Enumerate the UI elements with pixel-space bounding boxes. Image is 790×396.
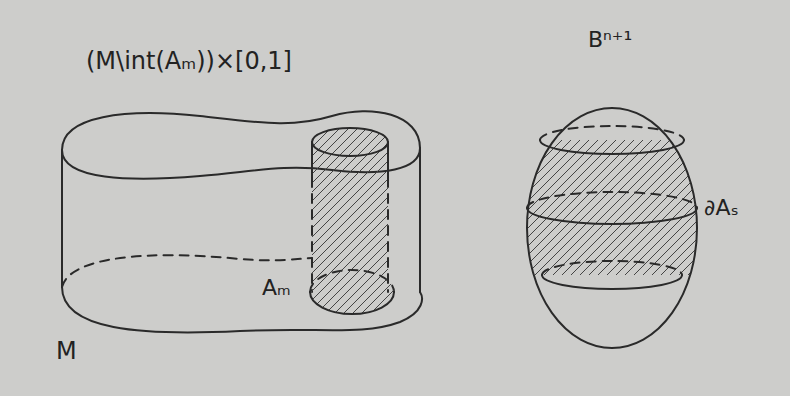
figure-label: M [56, 338, 77, 364]
middle-circle-front [527, 208, 697, 224]
figure-label: Bⁿ⁺¹ [588, 28, 632, 52]
inner-side-right [387, 142, 389, 178]
inner-bottom-front [310, 270, 394, 314]
bottom-circle-back [542, 261, 682, 275]
top-circle-front [540, 140, 684, 154]
figure-label: Aₘ [262, 276, 291, 300]
inner-side-right-hidden [387, 178, 389, 292]
inner-side-left-hidden [311, 178, 313, 292]
inner-bottom-front-line [310, 292, 394, 314]
left-side [61, 150, 63, 287]
inner-side-left [311, 142, 313, 178]
figure-label: (M\int(Aₘ))×[0,1] [86, 48, 292, 74]
top-circle-back [540, 126, 684, 140]
inner-top [312, 128, 388, 156]
middle-circle-back [527, 192, 697, 208]
bottom-circle-front [542, 275, 682, 289]
ball-outline [527, 108, 697, 348]
right-side [419, 148, 421, 292]
figure-label: ∂Aₛ [704, 196, 739, 220]
